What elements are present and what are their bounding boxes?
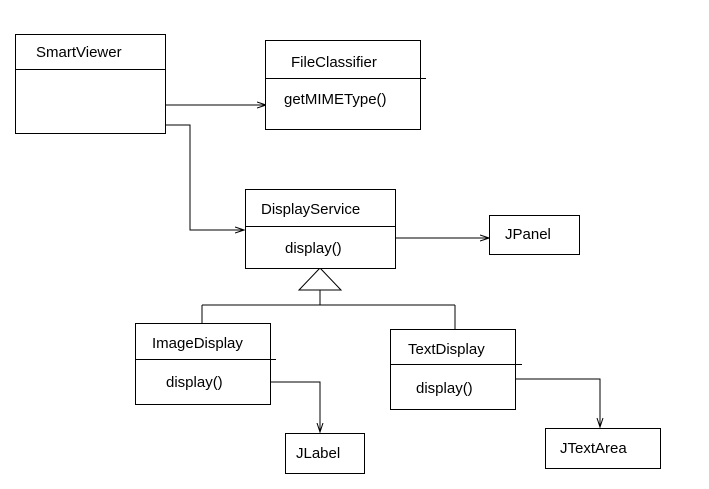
class-name-jtextarea: JTextArea [560, 440, 627, 457]
association-smartviewer-displayservice [165, 124, 244, 230]
class-name-jpanel: JPanel [505, 226, 551, 243]
class-jtextarea: JTextArea [545, 428, 661, 469]
association-imagedisplay-jlabel [271, 381, 320, 432]
class-smartviewer: SmartViewer [15, 34, 166, 134]
class-divider [136, 359, 276, 360]
class-name-jlabel: JLabel [296, 445, 341, 462]
class-textdisplay: TextDisplay display() [390, 329, 522, 410]
class-jpanel: JPanel [489, 215, 580, 255]
class-name-displayservice: DisplayService [261, 201, 361, 218]
inheritance-triangle [297, 267, 343, 291]
class-name-smartviewer: SmartViewer [36, 44, 122, 61]
class-divider [266, 78, 426, 79]
class-name-fileclassifier: FileClassifier [291, 54, 377, 71]
class-divider [16, 69, 165, 70]
method-getmimetype: getMIMEType() [284, 91, 387, 108]
class-divider [246, 226, 395, 227]
class-divider [391, 364, 522, 365]
method-display: display() [166, 374, 223, 391]
class-name-imagedisplay: ImageDisplay [152, 335, 243, 352]
method-display: display() [416, 380, 473, 397]
class-displayservice: DisplayService display() [245, 189, 396, 269]
method-display: display() [285, 240, 342, 257]
class-imagedisplay: ImageDisplay display() [135, 323, 276, 405]
class-name-textdisplay: TextDisplay [408, 341, 485, 358]
class-jlabel: JLabel [285, 433, 365, 474]
class-fileclassifier: FileClassifier getMIMEType() [265, 40, 426, 130]
association-textdisplay-jtextarea [516, 378, 600, 427]
